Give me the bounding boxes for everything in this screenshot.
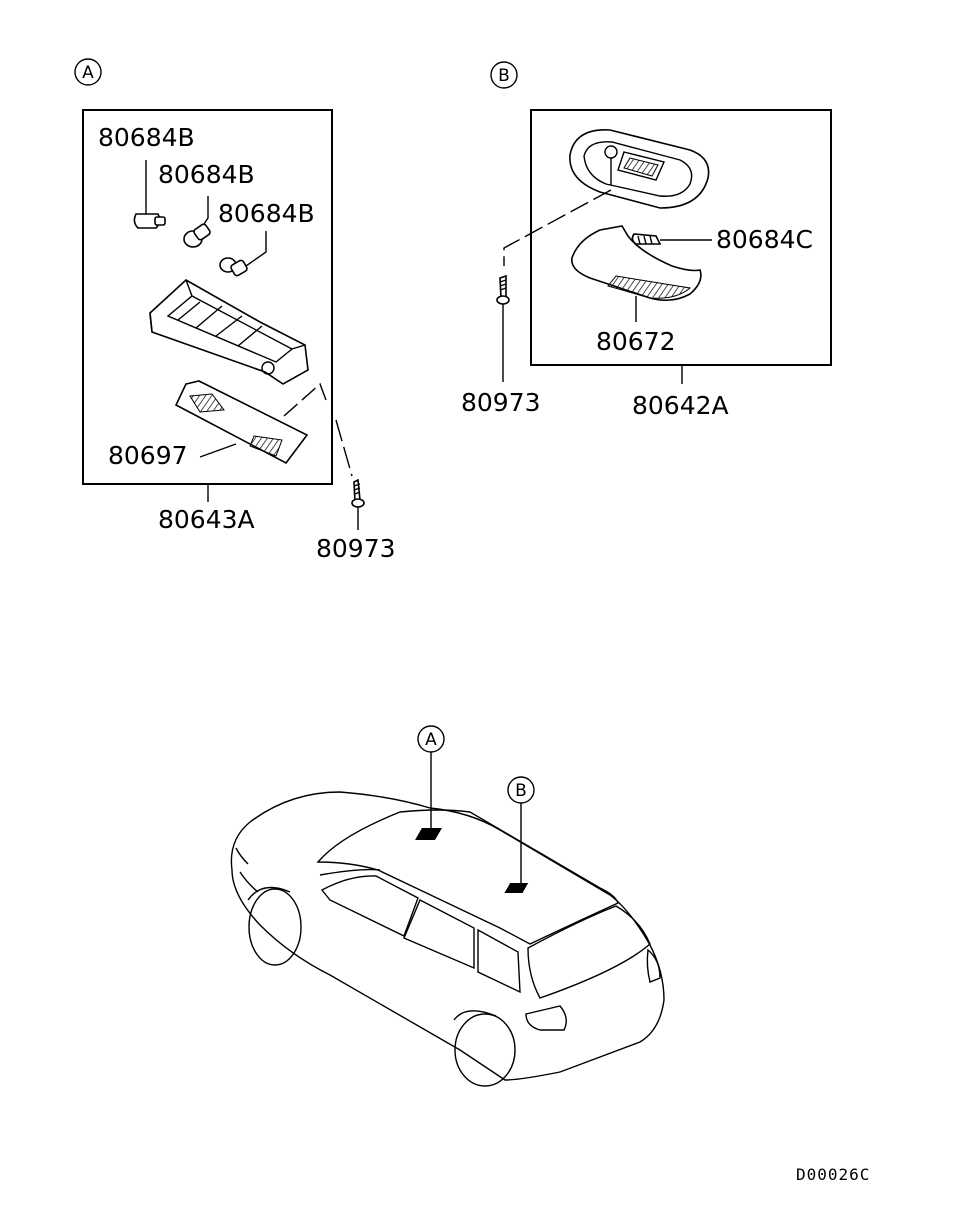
screw-b-leader bbox=[503, 189, 612, 266]
group-b-callout: B bbox=[490, 61, 518, 89]
lamp-housing-b bbox=[569, 129, 710, 209]
bulb-b bbox=[631, 233, 712, 245]
screw-a-path bbox=[335, 419, 353, 477]
label-bulb-2: 80684B bbox=[158, 160, 255, 189]
vehicle-callout-b: B bbox=[507, 776, 535, 804]
label-bulb-1: 80684B bbox=[98, 123, 195, 152]
vehicle-outline bbox=[230, 791, 665, 1087]
group-b-callout-letter: B bbox=[498, 66, 510, 86]
vehicle-callout-a-letter: A bbox=[425, 730, 437, 750]
screw-a-leader bbox=[283, 382, 327, 417]
lamp-housing-a bbox=[149, 279, 309, 385]
label-bulb-b: 80684C bbox=[716, 225, 813, 254]
screw-a bbox=[351, 478, 365, 530]
marker-b bbox=[504, 883, 529, 893]
label-screw-a: 80973 bbox=[316, 534, 396, 563]
label-lens-a: 80697 bbox=[108, 441, 188, 470]
bulb-1 bbox=[133, 160, 166, 229]
bulb-3 bbox=[219, 231, 267, 277]
label-assembly-b: 80642A bbox=[632, 391, 729, 420]
label-bulb-3: 80684B bbox=[218, 199, 315, 228]
vehicle-callout-b-letter: B bbox=[515, 781, 527, 801]
lens-a bbox=[174, 380, 309, 465]
group-a-callout-letter: A bbox=[82, 63, 94, 83]
bulb-2 bbox=[183, 196, 211, 248]
group-b-assembly-box bbox=[530, 109, 832, 366]
vehicle-callout-a: A bbox=[417, 725, 445, 753]
label-lens-b: 80672 bbox=[596, 327, 676, 356]
screw-b bbox=[496, 274, 510, 382]
diagram-code: D00026C bbox=[796, 1165, 870, 1184]
label-screw-b: 80973 bbox=[461, 388, 541, 417]
marker-a bbox=[415, 828, 442, 840]
lens-b bbox=[571, 225, 702, 322]
group-a-callout: A bbox=[74, 58, 102, 86]
label-assembly-a: 80643A bbox=[158, 505, 255, 534]
